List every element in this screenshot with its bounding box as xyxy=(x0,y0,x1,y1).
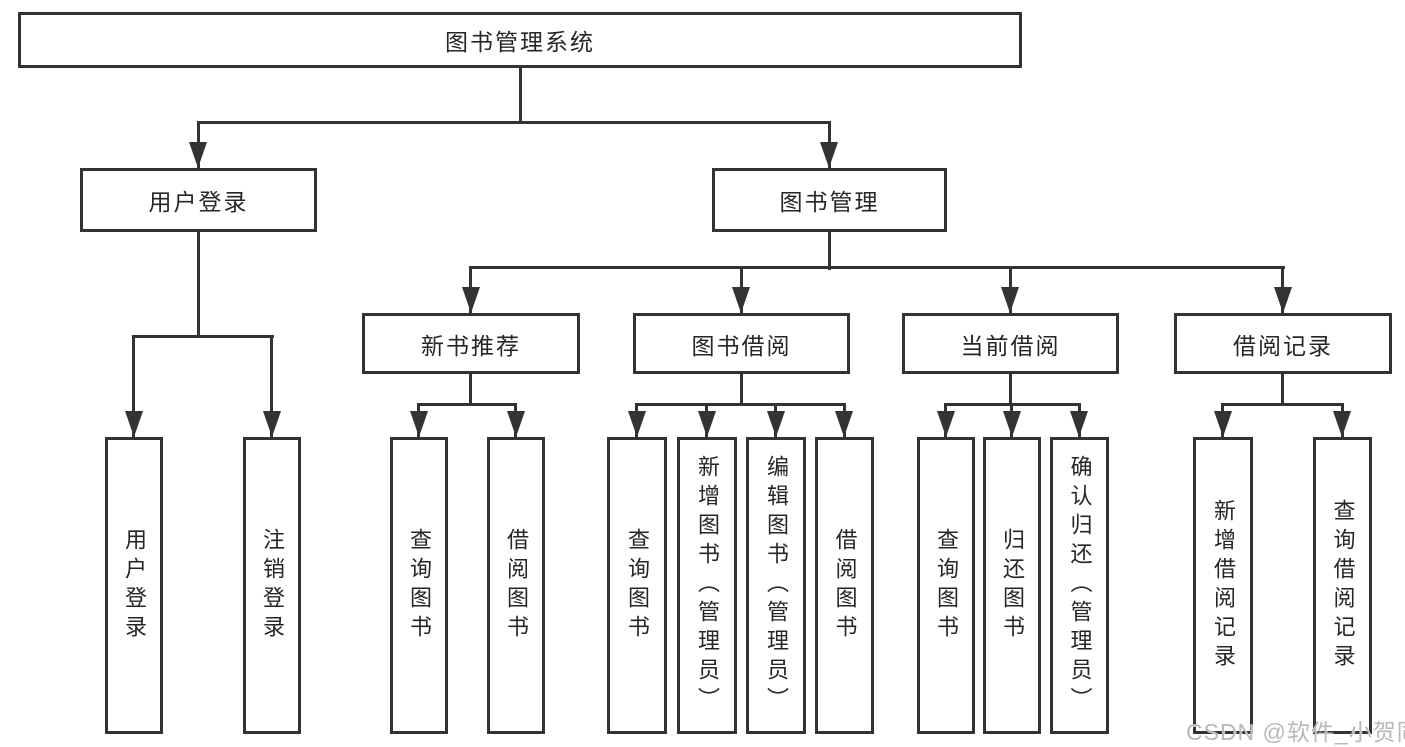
connector-records-hbar xyxy=(1221,403,1344,406)
leaf-borrow-books-borrowing: 借阅图书 xyxy=(815,437,874,734)
leaf-label: 查询图书 xyxy=(625,527,650,644)
arrow-down-icon xyxy=(698,411,716,437)
connector-current-stem xyxy=(1009,371,1012,406)
leaf-query-books-borrowing: 查询图书 xyxy=(607,437,667,734)
node-library-management-system: 图书管理系统 xyxy=(18,12,1022,68)
leaf-add-books-admin: 新增图书（管理员） xyxy=(677,437,737,734)
arrow-down-icon xyxy=(1274,287,1292,313)
arrow-down-icon xyxy=(1214,411,1232,437)
leaf-label: 新增图书（管理员） xyxy=(695,455,720,716)
node-label: 借阅记录 xyxy=(1233,332,1333,359)
node-label: 用户登录 xyxy=(148,189,249,215)
node-user-login: 用户登录 xyxy=(80,168,317,232)
arrow-down-icon xyxy=(462,287,480,313)
connector-book-mgmt-hbar xyxy=(469,266,1285,269)
node-label: 图书借阅 xyxy=(691,332,792,359)
watermark-text: CSDN @软件_小贺同学 xyxy=(1186,719,1405,745)
leaf-label: 归还图书 xyxy=(1000,527,1025,644)
connector-records-stem xyxy=(1281,371,1284,406)
leaf-edit-books-admin: 编辑图书（管理员） xyxy=(746,437,806,734)
connector-user-login-hbar xyxy=(132,335,274,338)
leaf-add-borrow-record: 新增借阅记录 xyxy=(1193,437,1253,734)
leaf-label: 查询图书 xyxy=(934,527,959,644)
leaf-query-borrow-record: 查询借阅记录 xyxy=(1313,437,1372,734)
arrow-down-icon xyxy=(189,142,207,168)
node-label: 新书推荐 xyxy=(421,332,521,359)
arrow-down-icon xyxy=(937,411,955,437)
leaf-label: 查询图书 xyxy=(407,527,432,644)
arrow-down-icon xyxy=(1070,411,1088,437)
arrow-down-icon xyxy=(507,411,525,437)
leaf-label: 借阅图书 xyxy=(504,527,529,644)
node-label: 图书管理 xyxy=(779,189,880,215)
node-new-book-recommendation: 新书推荐 xyxy=(362,313,580,374)
leaf-label: 查询借阅记录 xyxy=(1330,498,1356,673)
connector-leaf-drop xyxy=(270,335,273,437)
leaf-query-books-recommend: 查询图书 xyxy=(390,437,448,734)
node-label: 图书管理系统 xyxy=(445,29,595,55)
arrow-down-icon xyxy=(125,411,143,437)
connector-recommend-hbar xyxy=(417,403,517,406)
connector-borrowing-stem xyxy=(740,371,743,406)
leaf-label: 用户登录 xyxy=(122,527,147,644)
leaf-logout: 注销登录 xyxy=(243,437,301,734)
node-book-borrowing: 图书借阅 xyxy=(633,313,850,374)
node-book-management: 图书管理 xyxy=(712,168,947,232)
leaf-label: 注销登录 xyxy=(260,527,285,644)
leaf-label: 借阅图书 xyxy=(832,527,858,644)
leaf-label: 编辑图书（管理员） xyxy=(764,455,789,716)
arrow-down-icon xyxy=(1001,287,1019,313)
leaf-label: 新增借阅记录 xyxy=(1211,498,1236,673)
connector-recommend-stem xyxy=(469,371,472,406)
arrow-down-icon xyxy=(1333,411,1351,437)
node-borrowing-records: 借阅记录 xyxy=(1174,313,1392,374)
connector-leaf-drop xyxy=(132,335,135,437)
connector-borrowing-hbar xyxy=(635,403,846,406)
leaf-label: 确认归还（管理员） xyxy=(1067,455,1093,716)
arrow-down-icon xyxy=(835,411,853,437)
leaf-borrow-books-recommend: 借阅图书 xyxy=(487,437,545,734)
connector-root-hbar xyxy=(197,121,831,124)
node-label: 当前借阅 xyxy=(960,332,1061,359)
leaf-return-books: 归还图书 xyxy=(983,437,1041,734)
arrow-down-icon xyxy=(732,287,750,313)
connector-root-stem xyxy=(519,65,522,123)
arrow-down-icon xyxy=(767,411,785,437)
node-current-borrowing: 当前借阅 xyxy=(902,313,1119,374)
arrow-down-icon xyxy=(263,411,281,437)
arrow-down-icon xyxy=(628,411,646,437)
arrow-down-icon xyxy=(410,411,428,437)
leaf-confirm-return-admin: 确认归还（管理员） xyxy=(1050,437,1109,734)
connector-book-mgmt-stem xyxy=(828,230,831,270)
leaf-query-books-current: 查询图书 xyxy=(917,437,975,734)
arrow-down-icon xyxy=(1003,411,1021,437)
connector-user-login-stem xyxy=(197,230,200,338)
leaf-user-login: 用户登录 xyxy=(105,437,163,734)
arrow-down-icon xyxy=(820,142,838,168)
